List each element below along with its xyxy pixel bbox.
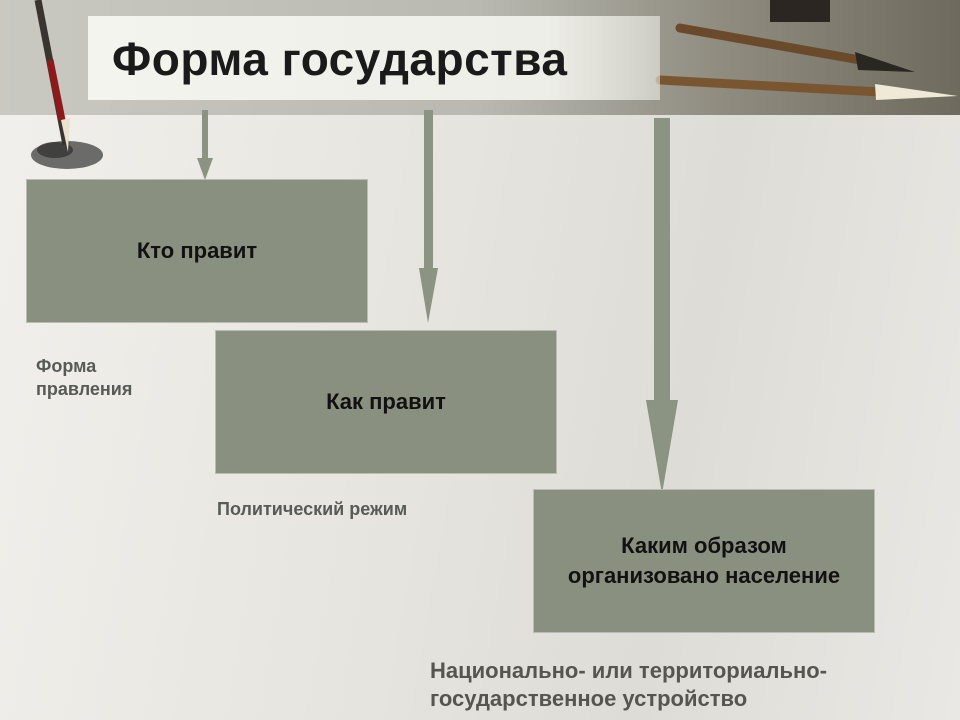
political-regime-label: Политический режим (217, 499, 408, 519)
how-rules-text: Как правит (326, 389, 446, 414)
calligraphy-brushes-icon (655, 0, 958, 100)
population-organized-line1: Каким образом (621, 533, 787, 558)
form-of-government-label: Форма правления (36, 355, 196, 401)
who-rules-box: Кто правит (26, 179, 368, 323)
state-structure-line2: государственное устройство (430, 686, 748, 711)
arrow-to-how-rules (419, 110, 438, 323)
form-label-line1: Форма (36, 356, 97, 376)
form-label-line2: правления (36, 379, 133, 399)
population-organized-box: Каким образом организовано население (533, 489, 875, 633)
state-structure-line1: Национально- или территориально- (430, 658, 828, 683)
brush-ink-icon (31, 0, 103, 169)
arrow-to-organized (646, 118, 678, 494)
state-structure-label: Национально- или территориально- государ… (430, 657, 827, 713)
population-organized-line2: организовано население (567, 563, 841, 588)
title-panel (88, 16, 660, 100)
how-rules-box: Как правит (215, 330, 557, 474)
arrow-to-who-rules (197, 110, 213, 180)
slide-title: Форма государства (112, 33, 568, 85)
who-rules-text: Кто правит (136, 238, 258, 263)
